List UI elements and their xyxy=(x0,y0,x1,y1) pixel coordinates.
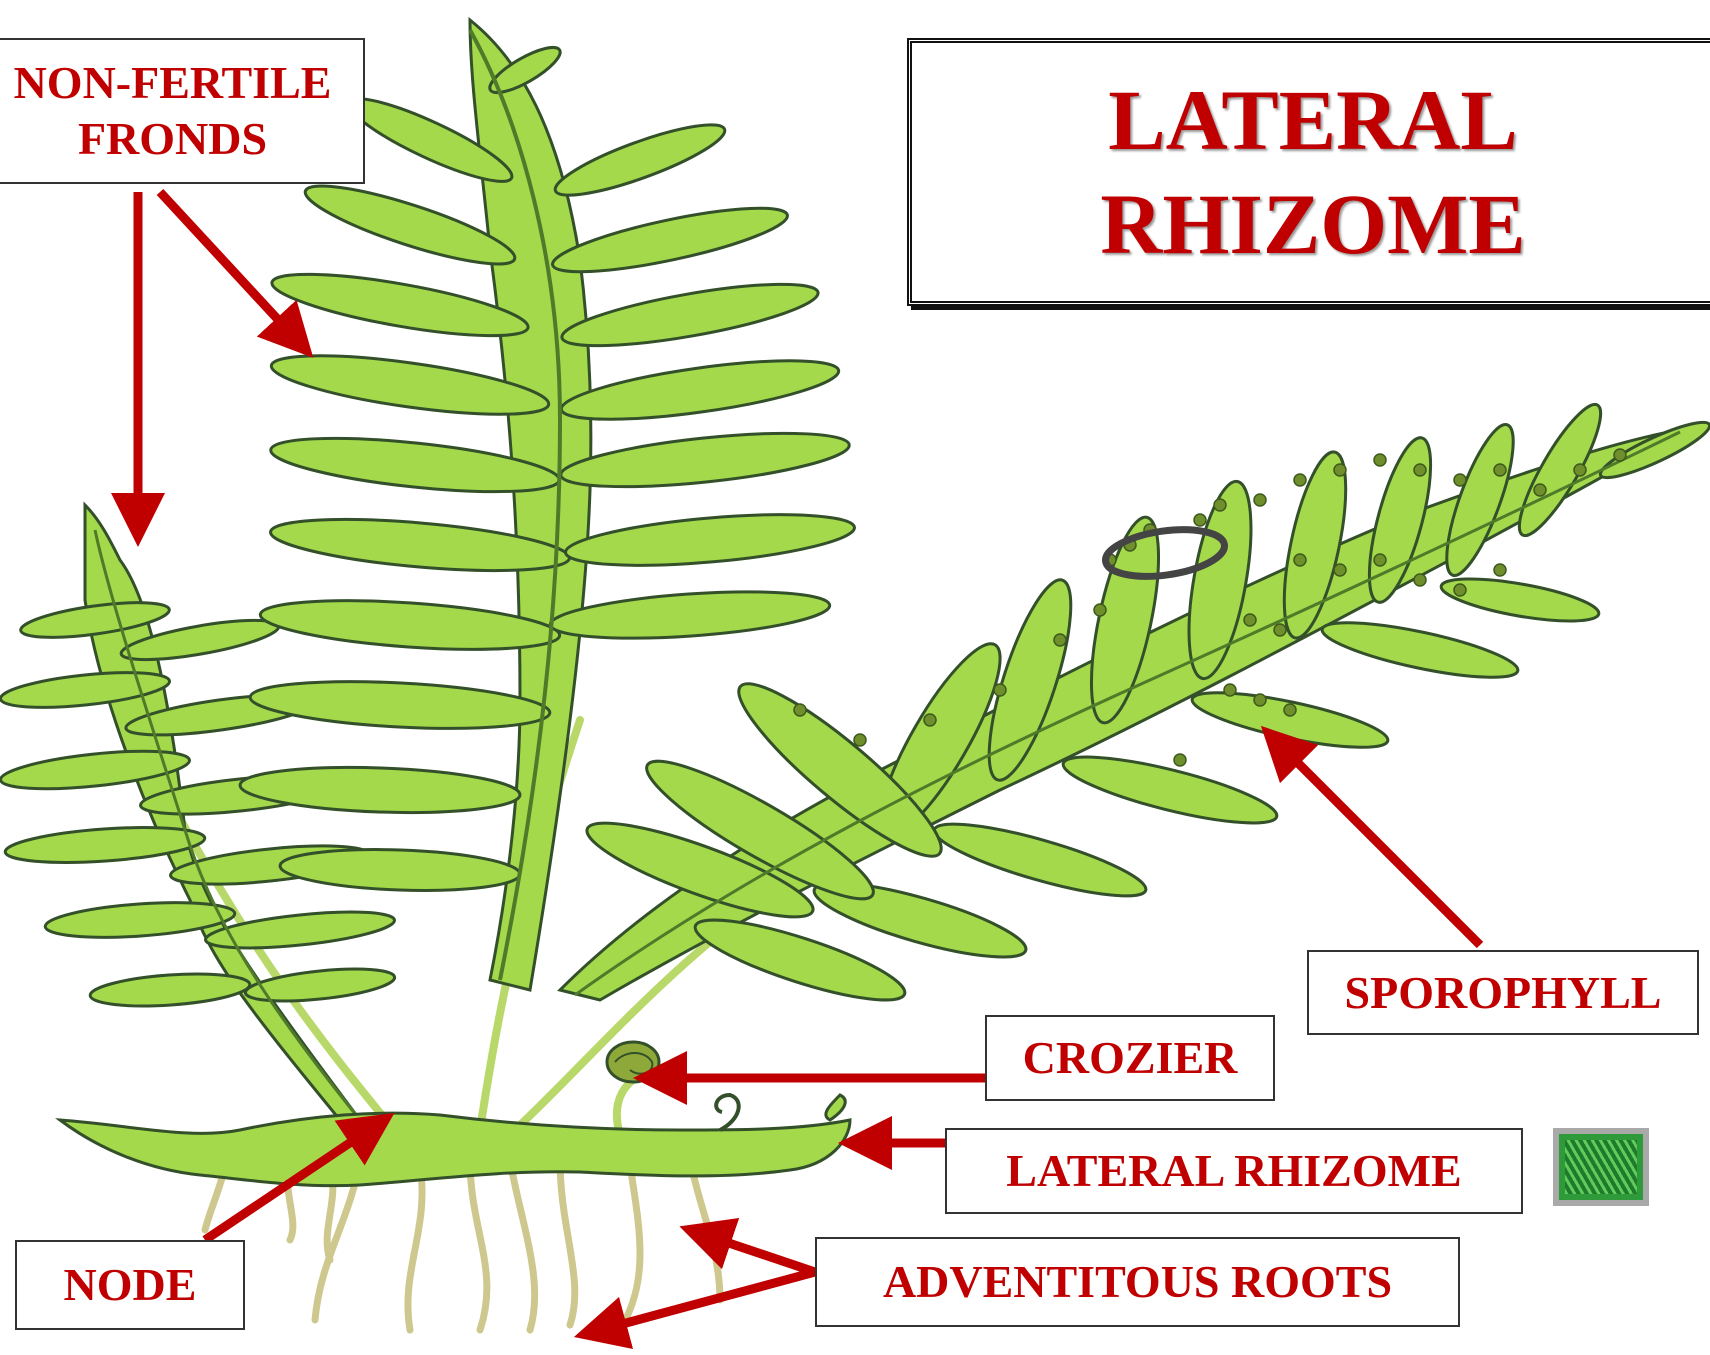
arrow-fronds-to-central xyxy=(160,192,295,338)
label-lateral-rhizome-text: LATERAL RHIZOME xyxy=(1006,1143,1461,1199)
label-non-fertile-fronds: NON-FERTILE FRONDS xyxy=(0,38,365,184)
label-crozier: CROZIER xyxy=(985,1015,1275,1101)
label-sporophyll: SPOROPHYLL xyxy=(1307,950,1699,1035)
title-line-1: LATERAL xyxy=(1108,68,1517,172)
label-node-text: NODE xyxy=(64,1257,197,1313)
title-box: LATERAL RHIZOME xyxy=(907,38,1710,306)
arrow-roots-upper xyxy=(705,1235,815,1272)
grass-thumbnail-icon[interactable] xyxy=(1553,1128,1649,1206)
title-line-2: RHIZOME xyxy=(1100,172,1525,276)
rhizome xyxy=(60,1095,850,1186)
small-frond xyxy=(0,505,396,1120)
label-node: NODE xyxy=(15,1240,245,1330)
label-sporophyll-text: SPOROPHYLL xyxy=(1345,965,1662,1021)
arrow-sporophyll xyxy=(1280,745,1480,945)
label-adventitous-roots-text: ADVENTITOUS ROOTS xyxy=(883,1254,1392,1310)
label-lateral-rhizome: LATERAL RHIZOME xyxy=(945,1128,1523,1214)
label-adventitous-roots: ADVENTITOUS ROOTS xyxy=(815,1237,1460,1327)
label-non-fertile-line1: NON-FERTILE xyxy=(14,55,332,111)
label-crozier-text: CROZIER xyxy=(1023,1030,1238,1086)
label-non-fertile-line2: FRONDS xyxy=(78,111,267,167)
